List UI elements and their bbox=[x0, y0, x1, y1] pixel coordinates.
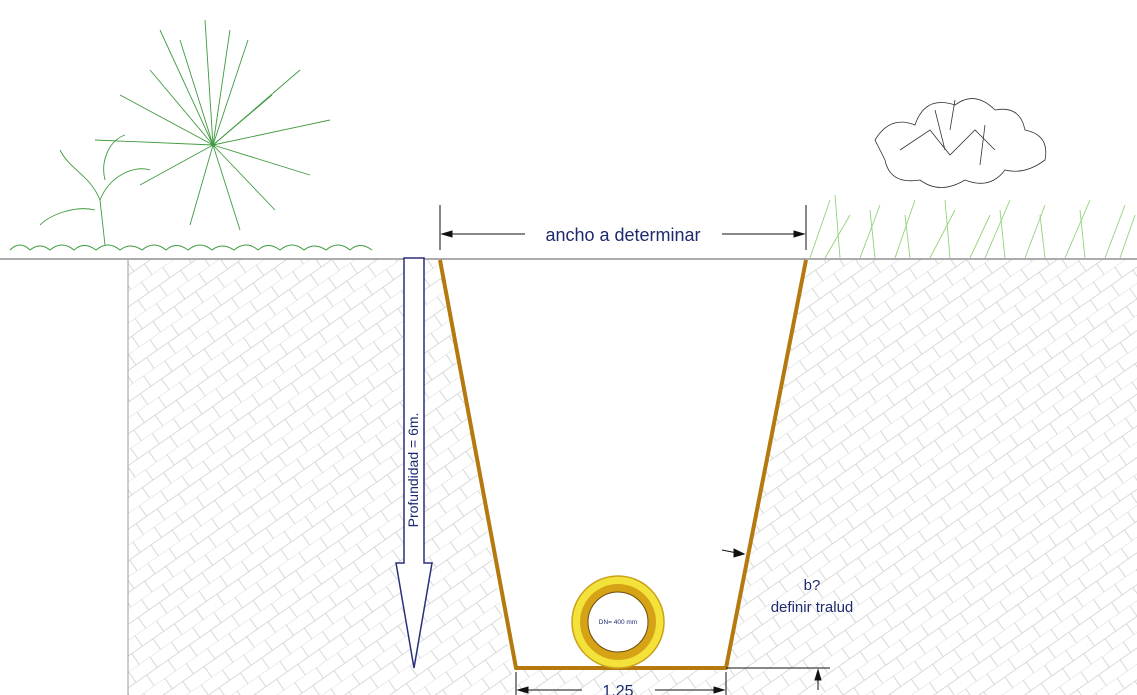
soil-left bbox=[127, 260, 516, 695]
depth-arrow bbox=[395, 257, 433, 669]
top-width-label: ancho a determinar bbox=[545, 225, 700, 245]
slope-leader bbox=[721, 548, 830, 690]
slope-label-b: b? bbox=[804, 577, 821, 594]
palm-plant-icon bbox=[39, 19, 331, 246]
soil-under-trench bbox=[516, 668, 726, 695]
top-width-dimension bbox=[439, 205, 807, 250]
slope-label-define: definir tralud bbox=[771, 599, 854, 616]
grass-left-icon bbox=[9, 244, 373, 251]
depth-label: Profundidad = 6m. bbox=[405, 413, 421, 528]
pipe bbox=[571, 575, 665, 669]
shrub-icon bbox=[874, 98, 1047, 188]
soil-right bbox=[726, 260, 1137, 695]
grass-icon bbox=[809, 194, 1136, 259]
bottom-width-dimension bbox=[515, 672, 727, 695]
pipe-label: DN= 400 mm bbox=[599, 619, 637, 626]
bottom-width-label: 1.25 bbox=[602, 683, 633, 695]
